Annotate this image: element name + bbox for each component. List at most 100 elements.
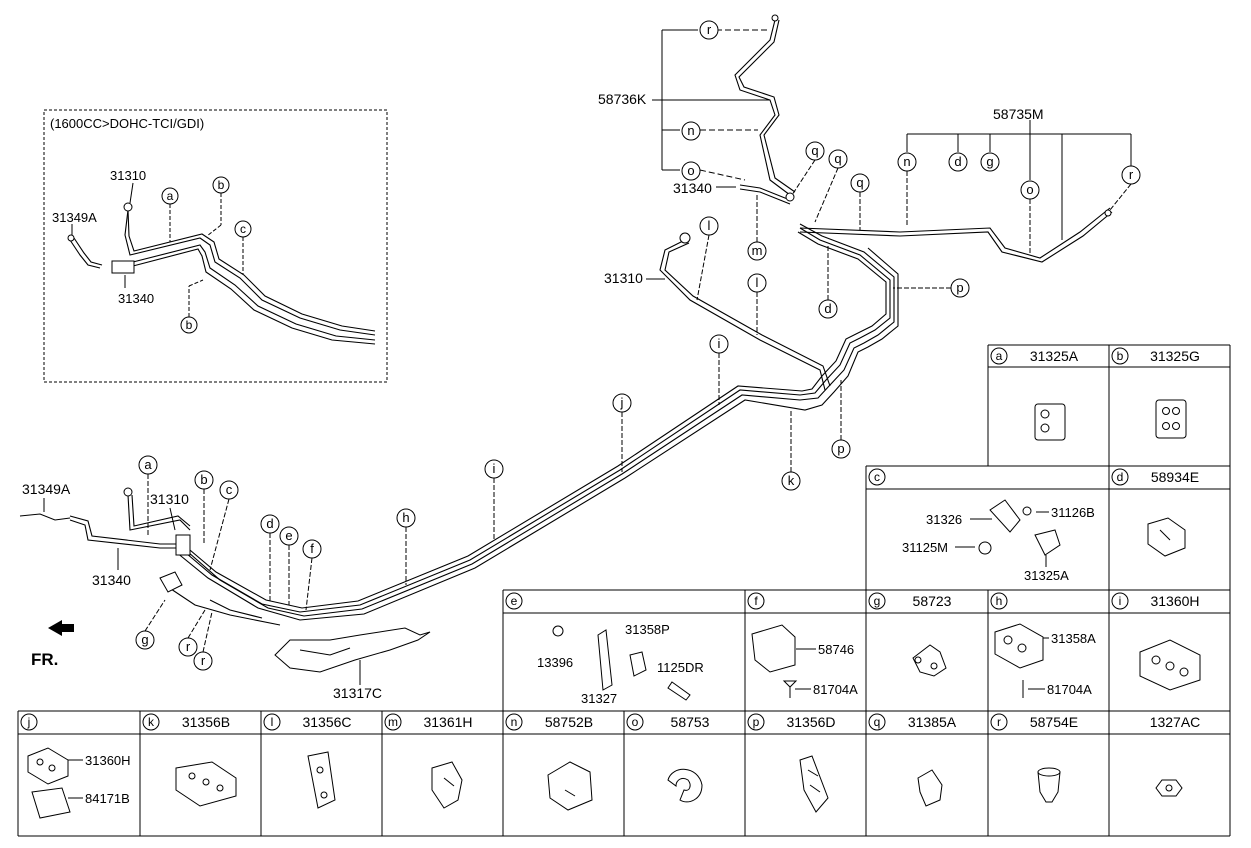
bracket-58723-icon bbox=[912, 644, 947, 677]
cell-c-label-31325a: 31325A bbox=[1024, 568, 1069, 583]
clip-31356c-icon bbox=[307, 751, 336, 809]
clip-58752b-icon bbox=[547, 761, 593, 811]
callout-p: p bbox=[831, 380, 851, 459]
table-header-f: f bbox=[747, 592, 765, 610]
callout-q: q bbox=[850, 173, 870, 230]
cell-f-label-81704a: 81704A bbox=[813, 682, 858, 697]
svg-text:i: i bbox=[718, 336, 721, 351]
svg-text:r: r bbox=[1129, 167, 1134, 182]
clip-31358a-icon bbox=[994, 623, 1044, 698]
svg-text:58934E: 58934E bbox=[1151, 469, 1199, 485]
front-indicator: FR. bbox=[31, 650, 58, 669]
callout-r: r bbox=[699, 20, 719, 40]
callout-d: d bbox=[818, 245, 838, 319]
svg-text:o: o bbox=[687, 163, 694, 178]
clip-31325g-icon bbox=[1155, 399, 1187, 439]
clip-31356d-icon bbox=[799, 755, 829, 813]
svg-text:58752B: 58752B bbox=[545, 714, 593, 730]
part-31340-upper: 31340 bbox=[673, 180, 712, 196]
callout-k: k bbox=[781, 410, 801, 491]
bracket-31358p-icon bbox=[552, 625, 691, 701]
svg-text:31325A: 31325A bbox=[1030, 348, 1079, 364]
table-header-j: j bbox=[20, 713, 38, 731]
callout-o: o bbox=[681, 161, 701, 181]
part-58736k: 58736K bbox=[598, 91, 647, 107]
callout-q: q bbox=[814, 149, 848, 223]
svg-text:31385A: 31385A bbox=[908, 714, 957, 730]
cell-h-label-31358a: 31358A bbox=[1051, 631, 1096, 646]
svg-text:k: k bbox=[788, 473, 795, 488]
svg-text:k: k bbox=[148, 715, 155, 729]
cell-f-labels: 58746 81704A bbox=[795, 642, 858, 697]
svg-text:q: q bbox=[834, 151, 841, 166]
callout-a: a bbox=[138, 455, 158, 535]
svg-text:i: i bbox=[1119, 594, 1122, 608]
cell-e-label-31327: 31327 bbox=[581, 691, 617, 706]
svg-text:o: o bbox=[1026, 182, 1033, 197]
callout-f: f bbox=[302, 539, 322, 611]
svg-text:q: q bbox=[811, 143, 818, 158]
svg-text:31325G: 31325G bbox=[1150, 348, 1200, 364]
part-31310-upper: 31310 bbox=[604, 270, 643, 286]
inset-title: (1600CC>DOHC-TCI/GDI) bbox=[50, 116, 204, 131]
part-58735m: 58735M bbox=[993, 106, 1044, 122]
svg-text:d: d bbox=[266, 516, 273, 531]
callout-p: p bbox=[893, 278, 970, 298]
svg-text:g: g bbox=[986, 154, 993, 169]
svg-text:a: a bbox=[144, 457, 152, 472]
svg-text:d: d bbox=[1117, 470, 1124, 484]
bracket-icon bbox=[159, 571, 183, 593]
callout-j: j bbox=[612, 393, 632, 472]
cell-j-label-31360h: 31360H bbox=[85, 753, 131, 768]
svg-text:r: r bbox=[997, 715, 1001, 729]
table-header-1327AC: 1327AC bbox=[1150, 714, 1201, 730]
svg-text:b: b bbox=[218, 178, 225, 192]
svg-text:q: q bbox=[874, 715, 881, 729]
svg-text:e: e bbox=[511, 594, 518, 608]
table-header-q: q 31385A bbox=[868, 713, 957, 731]
table-header-d: d 58934E bbox=[1111, 468, 1199, 486]
table-header-h: h bbox=[990, 592, 1008, 610]
svg-text:c: c bbox=[226, 482, 233, 497]
cell-e-label-31358p: 31358P bbox=[625, 622, 670, 637]
svg-text:31356B: 31356B bbox=[182, 714, 230, 730]
svg-text:31360H: 31360H bbox=[1150, 593, 1199, 609]
callout-b: b bbox=[194, 470, 214, 545]
svg-text:58723: 58723 bbox=[913, 593, 952, 609]
clip-31356b-icon bbox=[175, 761, 237, 807]
svg-text:j: j bbox=[27, 715, 31, 729]
main-fuel-lines bbox=[69, 19, 1113, 626]
svg-text:l: l bbox=[708, 218, 711, 233]
svg-text:n: n bbox=[903, 154, 910, 169]
svg-text:q: q bbox=[856, 175, 863, 190]
part-31317c: 31317C bbox=[333, 685, 382, 701]
bracket-31326-icon bbox=[978, 499, 1061, 556]
svg-text:b: b bbox=[200, 472, 207, 487]
grommet-58754e-icon bbox=[1037, 767, 1061, 803]
cell-e-label-1125dr: 1125DR bbox=[657, 660, 704, 675]
clip-31360h-j-icon bbox=[27, 747, 71, 819]
part-31340: 31340 bbox=[92, 572, 131, 588]
svg-text:p: p bbox=[753, 715, 760, 729]
svg-text:g: g bbox=[874, 594, 881, 608]
svg-text:b: b bbox=[186, 318, 193, 332]
callout-r: r bbox=[193, 611, 213, 671]
svg-text:l: l bbox=[756, 275, 759, 290]
svg-text:m: m bbox=[752, 243, 763, 258]
nut-1327ac-icon bbox=[1155, 779, 1183, 797]
clip-31360h-icon bbox=[1139, 639, 1201, 691]
svg-text:h: h bbox=[996, 594, 1003, 608]
table-header-i: i 31360H bbox=[1111, 592, 1200, 610]
callout-g: g bbox=[980, 152, 1000, 172]
svg-text:r: r bbox=[201, 653, 206, 668]
callout-r: r bbox=[178, 609, 206, 657]
callout-n: n bbox=[681, 121, 701, 141]
cell-j-label-84171b: 84171B bbox=[85, 791, 130, 806]
callout-l: l bbox=[747, 273, 767, 335]
